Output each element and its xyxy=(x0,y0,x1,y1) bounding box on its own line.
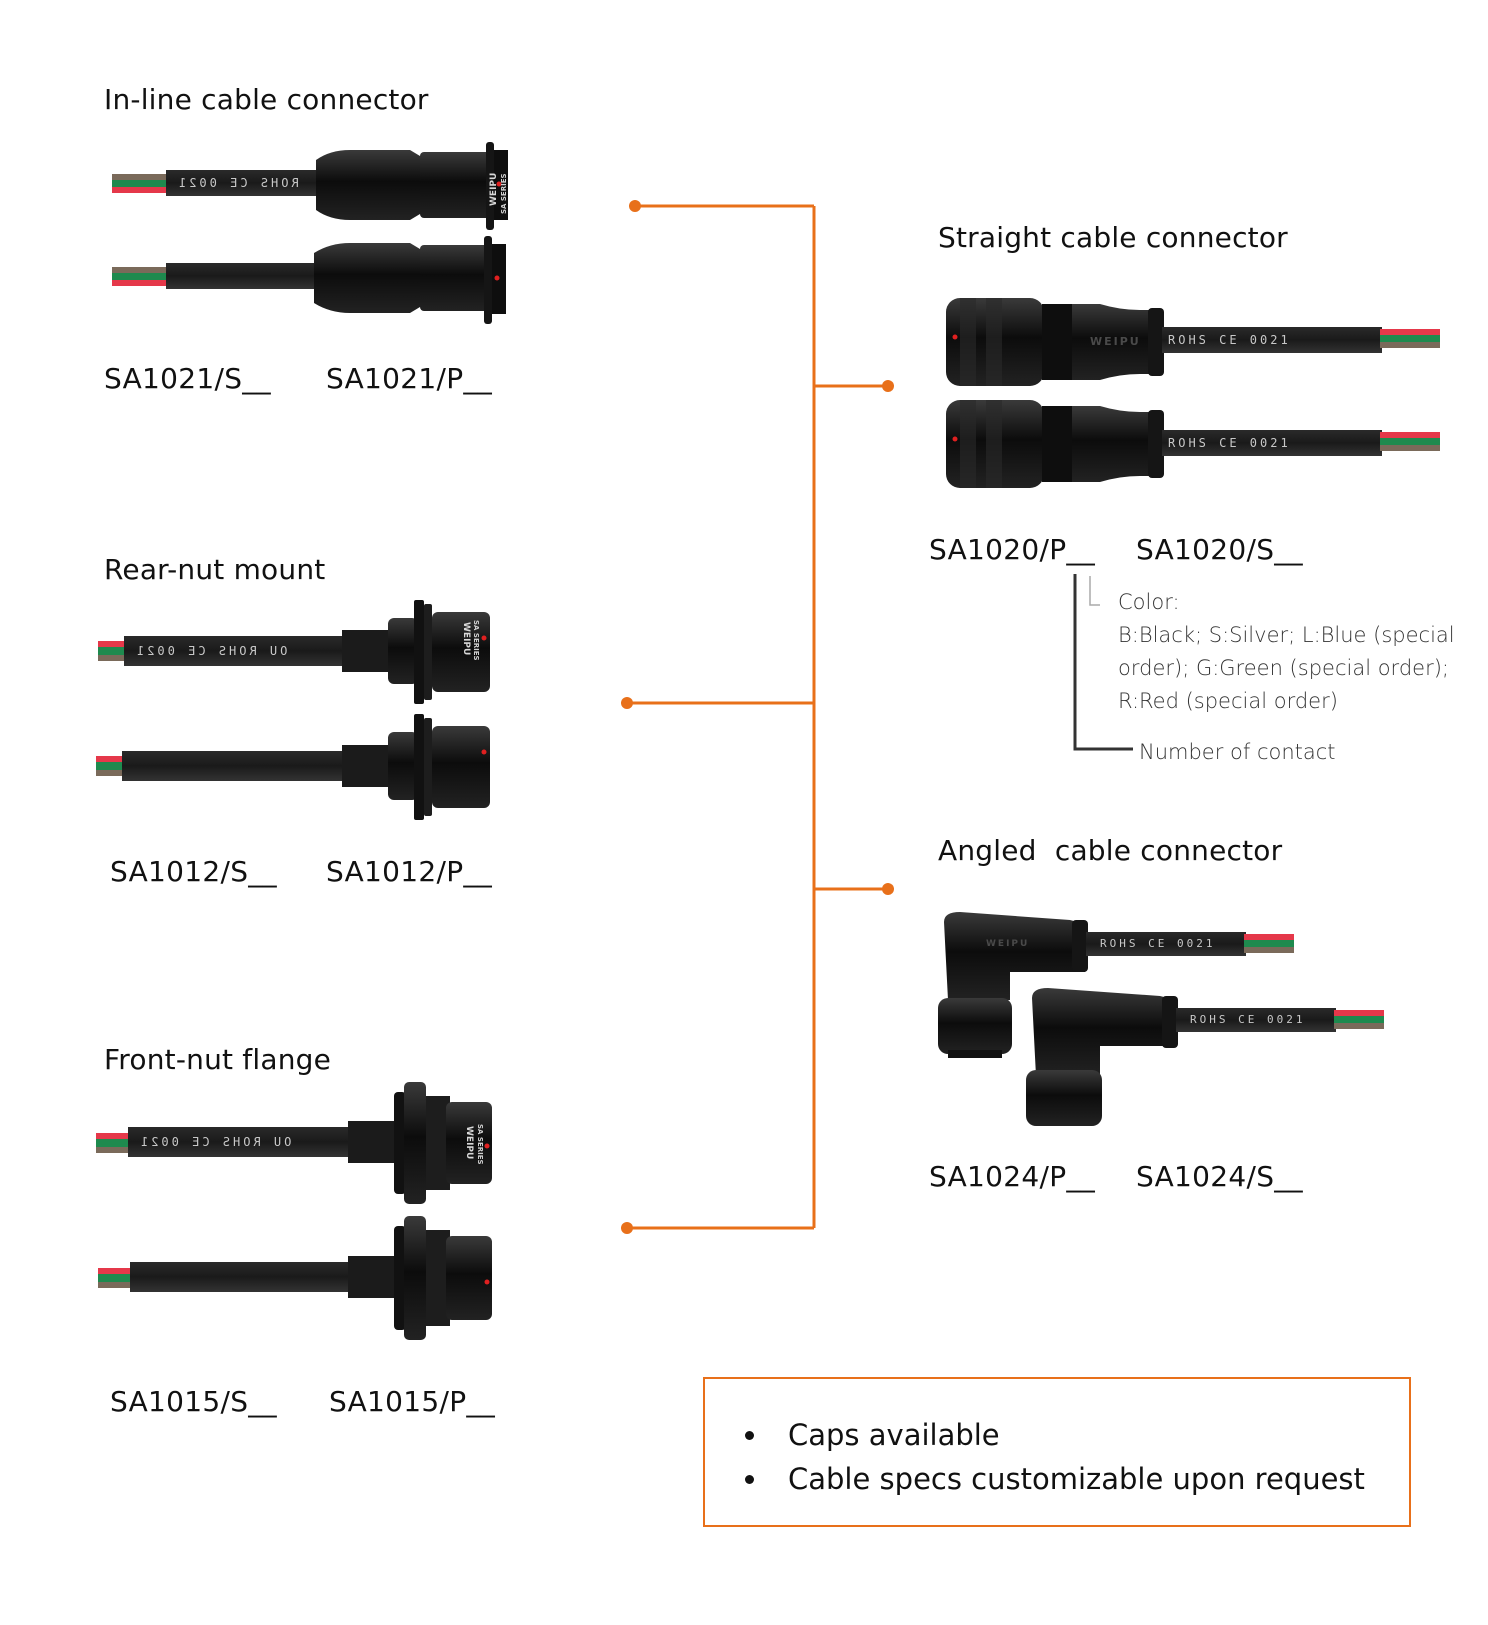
cable-print: OU ROHS CE 0021 xyxy=(134,644,288,658)
node-dot xyxy=(629,200,641,212)
cable-print: ROHS CE 0021 xyxy=(1168,333,1291,347)
inline-connector-p xyxy=(112,236,506,324)
color-label: Color: xyxy=(1118,590,1180,614)
feature-item: Caps available xyxy=(735,1413,1365,1457)
cable-print: ROHS CE 0021 xyxy=(1100,937,1216,950)
feature-text: Cable specs customizable upon request xyxy=(788,1462,1365,1496)
series-mark: SA SERIES xyxy=(500,173,508,214)
front-nut-connector-s xyxy=(96,1082,492,1204)
cable-print: OU ROHS CE 0021 xyxy=(138,1135,292,1149)
bullet-icon xyxy=(745,1474,754,1484)
color-bracket xyxy=(1089,576,1100,606)
color-options-line: order); G:Green (special order); xyxy=(1118,656,1449,680)
inline-connector-s xyxy=(112,142,508,230)
part-number: SA1020/S__ xyxy=(1136,533,1303,566)
series-mark: SA SERIES xyxy=(472,620,480,661)
contacts-bracket xyxy=(1073,574,1133,751)
angled-connector-p xyxy=(938,912,1294,1058)
part-number: SA1012/S__ xyxy=(110,855,277,888)
node-dot xyxy=(621,1222,633,1234)
brand-mark: WEIPU xyxy=(461,622,471,656)
brand-mark: WEIPU xyxy=(464,1126,474,1160)
cable-print: ROHS CE 0021 xyxy=(176,176,299,190)
cable-print: ROHS CE 0021 xyxy=(1168,436,1291,450)
part-number: SA1015/P__ xyxy=(329,1385,496,1418)
color-options-line: R:Red (special order) xyxy=(1118,689,1338,713)
straight-connector-p xyxy=(946,298,1440,386)
cable-print: ROHS CE 0021 xyxy=(1190,1013,1306,1026)
section-title-rear-nut: Rear-nut mount xyxy=(104,553,326,586)
section-title-straight: Straight cable connector xyxy=(938,221,1288,254)
node-dot xyxy=(882,380,894,392)
part-number: SA1024/P__ xyxy=(929,1160,1096,1193)
rear-nut-connector-s xyxy=(98,600,490,704)
section-title-inline: In-line cable connector xyxy=(104,83,429,116)
angled-connector-s xyxy=(1026,988,1384,1126)
node-dot xyxy=(882,883,894,895)
straight-connector-s xyxy=(946,400,1440,488)
bullet-icon xyxy=(745,1430,754,1440)
section-title-angled: Angled cable connector xyxy=(938,834,1283,867)
front-nut-connector-p xyxy=(98,1216,492,1340)
part-number: SA1012/P__ xyxy=(326,855,493,888)
part-number: SA1015/S__ xyxy=(110,1385,277,1418)
part-number: SA1024/S__ xyxy=(1136,1160,1303,1193)
color-options-line: B:Black; S:Silver; L:Blue (special xyxy=(1118,623,1455,647)
feature-item: Cable specs customizable upon request xyxy=(735,1457,1365,1501)
features-box: Caps available Cable specs customizable … xyxy=(703,1377,1411,1527)
part-number: SA1021/S__ xyxy=(104,362,271,395)
brand-mark: WEIPU xyxy=(986,939,1030,949)
rear-nut-connector-p xyxy=(96,714,490,820)
feature-text: Caps available xyxy=(788,1418,1000,1452)
features-list: Caps available Cable specs customizable … xyxy=(735,1413,1365,1501)
brand-mark: WEIPU xyxy=(489,172,499,206)
series-mark: SA SERIES xyxy=(476,1124,484,1165)
contacts-label: Number of contact xyxy=(1139,740,1336,764)
section-title-front-nut: Front-nut flange xyxy=(104,1043,332,1076)
part-number: SA1021/P__ xyxy=(326,362,493,395)
brand-mark: WEIPU xyxy=(1090,335,1141,348)
node-dot xyxy=(621,697,633,709)
part-number: SA1020/P__ xyxy=(929,533,1096,566)
